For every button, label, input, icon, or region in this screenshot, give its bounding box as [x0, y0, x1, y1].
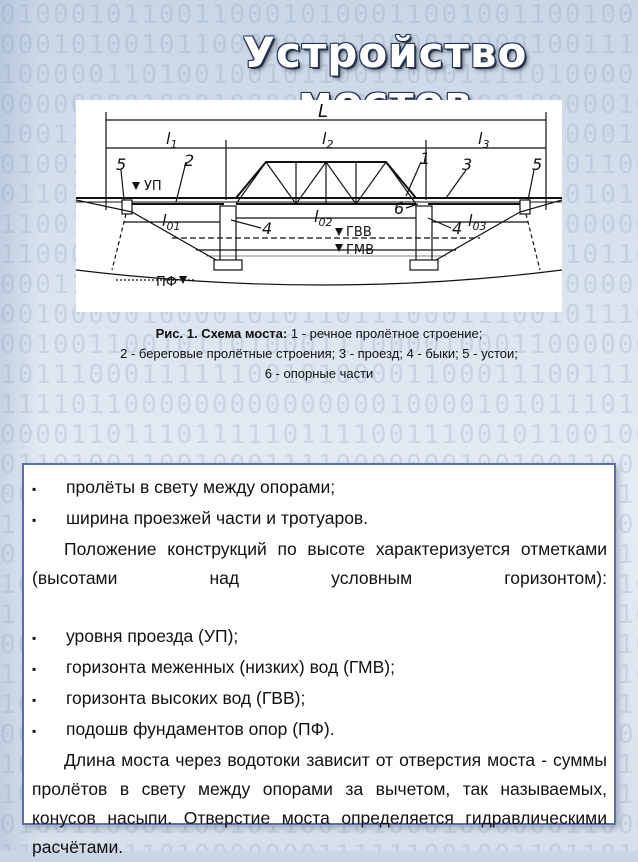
list-item: ▪ горизонта высоких вод (ГВВ); — [32, 684, 607, 715]
paragraph-bridge-length: Длина моста через водотоки зависит от от… — [32, 750, 607, 857]
gmv-marker — [335, 244, 343, 252]
list-item: ▪ пролёты в свету между опорами; — [32, 473, 607, 504]
leader-4-right — [427, 217, 452, 229]
label-gmv: ГМВ — [346, 243, 374, 258]
label-6: 6 — [394, 199, 404, 218]
pier-left-footing — [213, 259, 243, 271]
leader-2 — [175, 161, 187, 203]
label-l01: l01 — [162, 211, 180, 233]
content-textbox: ▪ пролёты в свету между опорами; ▪ ширин… — [22, 463, 616, 857]
label-l1: l1 — [166, 129, 177, 151]
caption-line-1: Рис. 1. Схема моста: 1 - речное пролётно… — [155, 326, 483, 341]
label-gvv: ГВВ — [346, 225, 372, 240]
label-L: L — [318, 101, 328, 122]
leader-5-right — [527, 169, 535, 201]
bullet-icon: ▪ — [32, 693, 37, 707]
bank-right — [435, 199, 562, 261]
pier-right — [415, 205, 433, 267]
up-marker — [132, 182, 140, 190]
label-3: 3 — [462, 155, 472, 174]
paragraph-levels: Положение конструкций по высоте характер… — [32, 539, 607, 588]
label-5-right: 5 — [532, 155, 542, 174]
label-4-right: 4 — [452, 219, 462, 238]
bridge-diagram: L l1 l2 l3 l01 l02 l03 1 2 3 4 4 5 5 6 У… — [76, 100, 562, 312]
leader-6 — [405, 203, 419, 209]
list-item: ▪ горизонта меженных (низких) вод (ГМВ); — [32, 653, 607, 684]
abutment-left — [121, 199, 133, 215]
caption-line-2: 2 - береговые пролётные строения; 3 - пр… — [120, 346, 518, 361]
leader-1 — [405, 161, 422, 197]
label-1: 1 — [420, 149, 430, 168]
caption-bold: Рис. 1. Схема моста: — [155, 326, 288, 341]
list-item: ▪ подошв фундаментов опор (ПФ). — [32, 715, 607, 746]
pf-marker — [179, 276, 187, 284]
river-bed — [76, 269, 562, 286]
label-5-left: 5 — [116, 155, 126, 174]
caption-line-3: 6 - опорные части — [264, 366, 374, 381]
bullet-icon: ▪ — [32, 662, 37, 676]
bridge-diagram-svg: L l1 l2 l3 l01 l02 l03 1 2 3 4 4 5 5 6 У… — [76, 101, 562, 290]
abutment-left-pile — [111, 213, 127, 271]
label-up: УП — [144, 179, 162, 194]
bullet-icon: ▪ — [32, 513, 37, 527]
leader-5-left — [120, 169, 125, 201]
label-l03: l03 — [468, 211, 486, 233]
list-item: ▪ ширина проезжей части и тротуаров. — [32, 504, 607, 535]
abutment-right — [519, 199, 531, 215]
pier-left — [219, 205, 237, 267]
bullet-icon: ▪ — [32, 631, 37, 645]
label-l3: l3 — [478, 129, 489, 151]
abutment-right-pile — [525, 213, 541, 271]
pier-right-footing — [409, 259, 439, 271]
leader-4-left — [230, 219, 262, 229]
figure-caption: Рис. 1. Схема моста: 1 - речное пролётно… — [40, 324, 598, 384]
bank-left — [76, 199, 217, 261]
label-l02: l02 — [314, 207, 332, 229]
label-pf: ПФ — [156, 275, 177, 290]
label-4-left: 4 — [262, 219, 272, 238]
bullet-icon: ▪ — [32, 482, 37, 496]
label-2: 2 — [184, 151, 194, 170]
bullet-icon: ▪ — [32, 724, 37, 738]
gvv-marker — [335, 228, 343, 236]
leader-3 — [445, 169, 467, 199]
list-item: ▪ уровня проезда (УП); — [32, 622, 607, 653]
label-l2: l2 — [322, 129, 333, 151]
